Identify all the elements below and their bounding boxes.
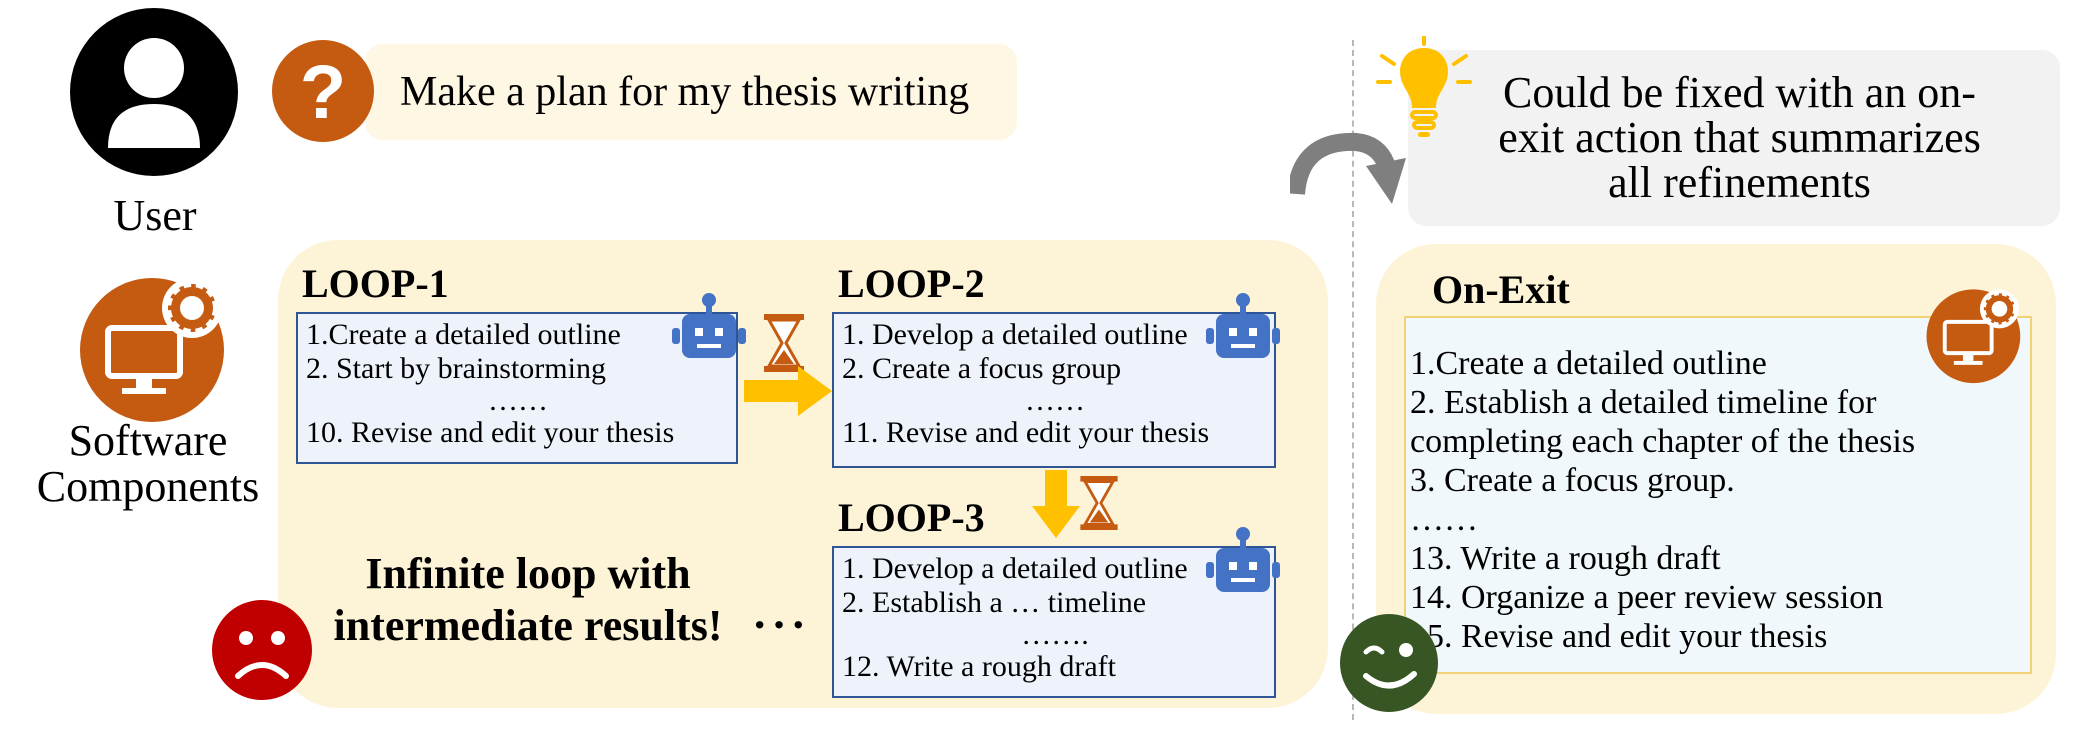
question-icon: ? <box>272 40 374 142</box>
on-exit-list: 1.Create a detailed outline 2. Establish… <box>1410 344 1915 656</box>
software-label-line2: Components <box>36 462 260 511</box>
hourglass-icon <box>764 314 804 372</box>
loop-3-line-last: 12. Write a rough draft <box>842 650 1116 683</box>
loop-1-title: LOOP-1 <box>302 261 449 306</box>
on-exit-line-14: 14. Organize a peer review session <box>1410 579 1884 616</box>
on-exit-line-13: 13. Write a rough draft <box>1410 540 1721 577</box>
curved-arrow-icon <box>1290 132 1406 204</box>
loop-3-line-1: 1. Develop a detailed outline <box>842 552 1188 585</box>
software-components-label: Software Components <box>8 418 288 510</box>
loop-3-box: 1. Develop a detailed outline 2. Establi… <box>832 546 1276 698</box>
robot-icon <box>1206 293 1280 358</box>
tip-line2: exit action that summarizes <box>1498 113 1981 162</box>
loop-3-title: LOOP-3 <box>838 495 985 540</box>
tip-line1: Could be fixed with an on- <box>1503 68 1976 117</box>
on-exit-dots: …… <box>1410 501 1478 538</box>
svg-text:?: ? <box>300 50 346 135</box>
robot-icon <box>672 293 746 358</box>
on-exit-line-4: 3. Create a focus group. <box>1410 462 1735 499</box>
on-exit-line-1: 1.Create a detailed outline <box>1410 345 1767 382</box>
loop-2-box: 1. Develop a detailed outline 2. Create … <box>832 312 1276 468</box>
happy-face-icon <box>1340 614 1438 712</box>
yellow-arrow-icon <box>1032 470 1080 538</box>
section-divider <box>1352 40 1354 720</box>
user-label: User <box>113 191 197 240</box>
hourglass-icon <box>1080 476 1118 530</box>
tip-text: Could be fixed with an on- exit action t… <box>1452 70 2027 205</box>
prompt-text: Make a plan for my thesis writing <box>400 69 970 115</box>
software-gear-icon <box>80 278 224 422</box>
infinite-ellipsis: ··· <box>752 599 811 650</box>
on-exit-line-2: 2. Establish a detailed timeline for <box>1410 384 1877 421</box>
loop-2-line-2: 2. Create a focus group <box>842 352 1122 385</box>
loop-2-line-1: 1. Develop a detailed outline <box>842 318 1188 351</box>
tip-line3: all refinements <box>1608 158 1871 207</box>
loop-3-line-2: 2. Establish a … timeline <box>842 586 1147 619</box>
loop-1-line-last: 10. Revise and edit your thesis <box>306 416 675 449</box>
robot-icon <box>1206 527 1280 592</box>
loop-2-title: LOOP-2 <box>838 261 985 306</box>
infinite-line1: Infinite loop with <box>365 549 691 598</box>
sad-face-icon <box>212 600 312 700</box>
loop-2-dots: …… <box>1025 384 1085 417</box>
loop-3-dots: ……. <box>1021 618 1089 651</box>
software-gear-icon <box>1926 289 2021 384</box>
loop-1-line-1: 1.Create a detailed outline <box>306 318 621 351</box>
infinite-loop-text: Infinite loop with intermediate results! <box>298 548 758 652</box>
on-exit-title: On-Exit <box>1432 267 1570 312</box>
on-exit-box <box>1404 316 2032 674</box>
infinite-line2: intermediate results! <box>333 601 723 650</box>
prompt-bubble <box>365 44 1017 140</box>
yellow-arrow-icon <box>744 366 832 416</box>
lightbulb-icon <box>1376 36 1472 137</box>
on-exit-line-15: 15. Revise and edit your thesis <box>1410 618 1828 655</box>
loop-1-box: 1.Create a detailed outline 2. Start by … <box>296 312 738 464</box>
on-exit-line-3: completing each chapter of the thesis <box>1410 423 1916 460</box>
loop-1-dots: …… <box>488 384 548 417</box>
loop-1-line-2: 2. Start by brainstorming <box>306 352 606 385</box>
software-label-line1: Software <box>68 416 228 465</box>
tip-box <box>1408 50 2060 226</box>
loop-2-line-last: 11. Revise and edit your thesis <box>842 416 1210 449</box>
user-avatar-icon <box>70 8 238 176</box>
